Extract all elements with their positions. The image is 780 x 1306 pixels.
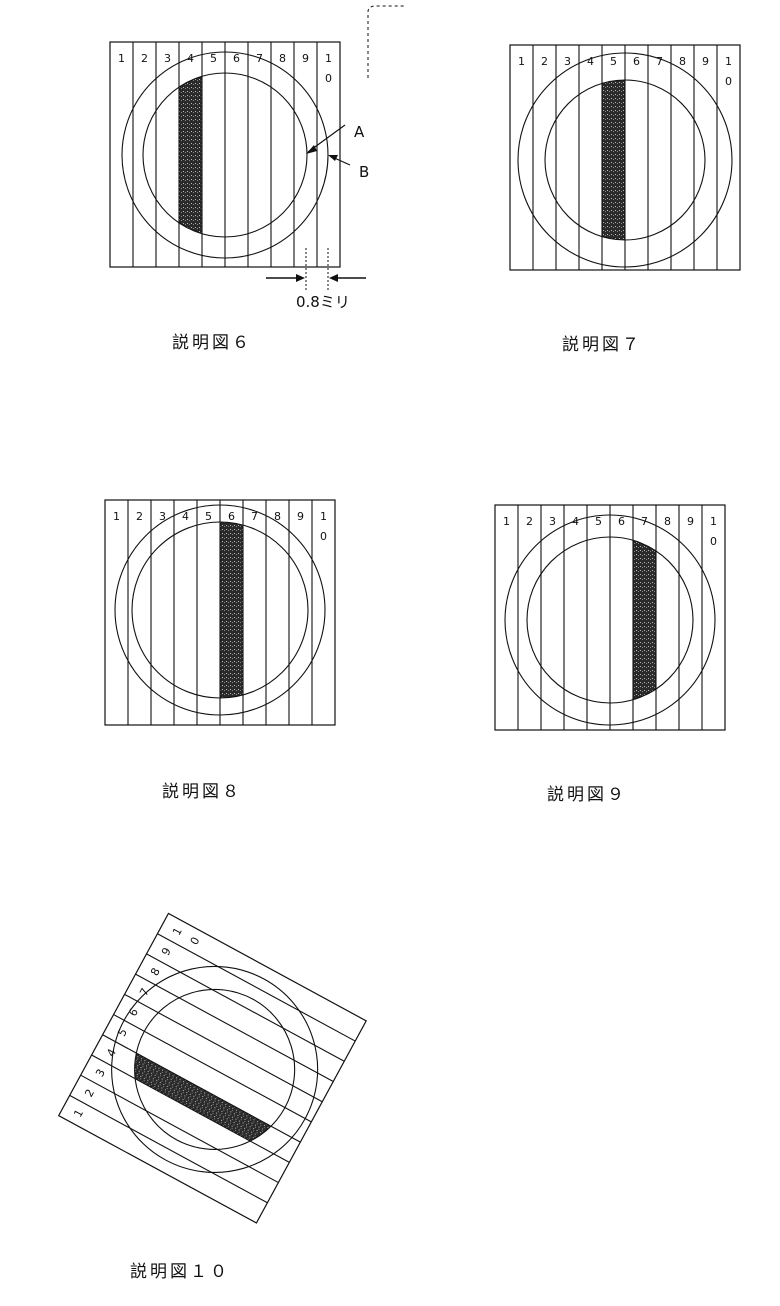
highlighted-strip: [220, 522, 243, 698]
strip-label: 2: [141, 52, 148, 65]
strip-width-label: 0.8ミリ: [296, 293, 350, 311]
strip-label: 0: [710, 535, 717, 548]
inner-circle-a: [544, 79, 706, 241]
strip-label: 6: [126, 1006, 141, 1018]
strip-label: 1: [71, 1107, 86, 1119]
strip-label: 9: [302, 52, 309, 65]
strip-label: 9: [702, 55, 709, 68]
strip-label: 3: [549, 515, 556, 528]
strip-label: 1: [325, 52, 332, 65]
leader-line: [367, 5, 406, 78]
strip-label: 2: [526, 515, 533, 528]
strip-label: 1: [725, 55, 732, 68]
strip-label: 8: [679, 55, 686, 68]
outer-circle-b: [114, 504, 326, 716]
highlighted-strip: [602, 80, 625, 240]
strip-label: 7: [656, 55, 663, 68]
caption-fig10: 説明図１０: [130, 1262, 230, 1282]
strip-label: 7: [137, 986, 152, 998]
strip-label: 1: [320, 510, 327, 523]
strip-label: 7: [256, 52, 263, 65]
strip-label: 1: [710, 515, 717, 528]
arrowhead: [296, 274, 305, 282]
strip-divider: [124, 993, 323, 1103]
strip-label: 3: [564, 55, 571, 68]
strip-label: 6: [633, 55, 640, 68]
strip-label: 4: [187, 52, 194, 65]
strip-label: 2: [82, 1087, 97, 1099]
arrowhead-a: [306, 145, 317, 154]
strip-label: 1: [113, 510, 120, 523]
arrowhead: [329, 274, 338, 282]
strip-divider: [80, 1074, 279, 1184]
caption-fig7: 説明図７: [562, 335, 642, 355]
strip-label: 5: [205, 510, 212, 523]
strip-label: 1: [170, 925, 185, 937]
strip-divider: [146, 953, 345, 1062]
caption-fig6: 説明図６: [172, 333, 252, 353]
strip-label: 4: [587, 55, 594, 68]
label-a: A: [354, 123, 365, 141]
strip-label: 0: [188, 935, 203, 947]
strip-label: 1: [503, 515, 510, 528]
outer-circle-b: [504, 514, 716, 726]
strip-label: 6: [228, 510, 235, 523]
strip-label: 8: [279, 52, 286, 65]
strip-label: 8: [664, 515, 671, 528]
strip-divider: [157, 933, 356, 1042]
strip-label: 0: [325, 72, 332, 85]
strip-label: 4: [572, 515, 579, 528]
strip-divider: [113, 1014, 312, 1123]
strip-label: 7: [641, 515, 648, 528]
strip-label: 0: [725, 75, 732, 88]
strip-divider: [91, 1054, 290, 1163]
strip-divider: [102, 1034, 301, 1143]
strip-label: 7: [251, 510, 258, 523]
caption-fig8: 説明図８: [162, 782, 242, 802]
inner-circle-a: [526, 536, 694, 704]
strip-label: 6: [618, 515, 625, 528]
strip-label: 1: [118, 52, 125, 65]
strip-label: 4: [182, 510, 189, 523]
strip-label: 1: [518, 55, 525, 68]
strip-label: 2: [136, 510, 143, 523]
arrowhead-b: [328, 155, 338, 161]
inner-circle-a: [134, 988, 296, 1150]
highlighted-strip: [179, 73, 202, 237]
strip-label: 8: [148, 966, 163, 978]
strip-label: 5: [210, 52, 217, 65]
highlighted-strip: [633, 537, 656, 703]
strip-label: 2: [541, 55, 548, 68]
strip-label: 0: [320, 530, 327, 543]
highlighted-strip: [106, 1034, 301, 1163]
strip-label: 5: [595, 515, 602, 528]
strip-label: 9: [297, 510, 304, 523]
strip-divider: [135, 973, 334, 1082]
label-b: B: [359, 163, 369, 181]
strip-label: 6: [233, 52, 240, 65]
inner-circle-a: [131, 521, 309, 699]
strip-label: 3: [159, 510, 166, 523]
strip-label: 9: [159, 946, 174, 958]
strip-label: 9: [687, 515, 694, 528]
strip-label: 3: [93, 1067, 108, 1079]
inner-circle-a: [142, 72, 308, 238]
outer-circle-b: [517, 52, 733, 268]
caption-fig9: 説明図９: [547, 785, 627, 805]
strip-label: 4: [104, 1047, 119, 1059]
strip-label: 8: [274, 510, 281, 523]
strip-label: 5: [610, 55, 617, 68]
outer-circle-b: [111, 965, 319, 1173]
strip-label: 3: [164, 52, 171, 65]
strip-divider: [69, 1094, 268, 1204]
